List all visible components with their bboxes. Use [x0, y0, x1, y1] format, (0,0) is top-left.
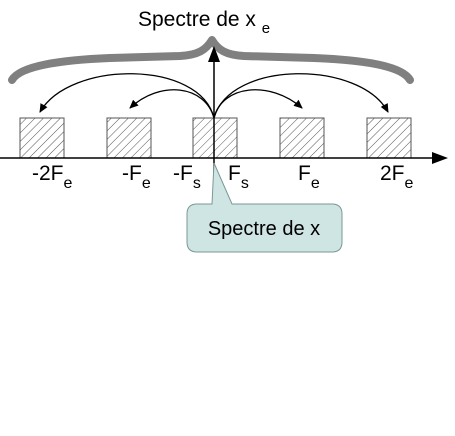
spectrum-brace — [8, 36, 414, 84]
arrow-to-fe — [213, 89, 303, 119]
spectrum-block-baseband — [192, 117, 238, 159]
spectrum-block-minus-fe — [106, 117, 152, 159]
callout-label: Spectre de x — [208, 218, 320, 240]
diagram-title: Spectre de x e — [138, 8, 270, 37]
freq-label-minus-2fe: -2Fe — [32, 162, 73, 192]
freq-label-fe: Fe — [298, 162, 320, 192]
arrow-to-2fe — [213, 73, 389, 119]
spectrum-block-fe — [279, 117, 325, 159]
freq-label-minus-fe: -Fe — [122, 162, 151, 192]
freq-label-minus-fs: -Fs — [173, 162, 201, 192]
arrow-to-minus-2fe — [39, 73, 215, 119]
freq-label-2fe: 2Fe — [380, 162, 414, 192]
callout-bubble — [186, 162, 343, 253]
spectrum-block-minus-2fe — [19, 117, 65, 159]
vertical-axis-arrow-icon — [208, 46, 220, 62]
arrow-to-minus-fe — [129, 89, 215, 119]
spectrum-block-2fe — [366, 117, 412, 159]
frequency-axis-arrow-icon — [432, 152, 448, 164]
freq-label-fs: Fs — [228, 162, 249, 192]
